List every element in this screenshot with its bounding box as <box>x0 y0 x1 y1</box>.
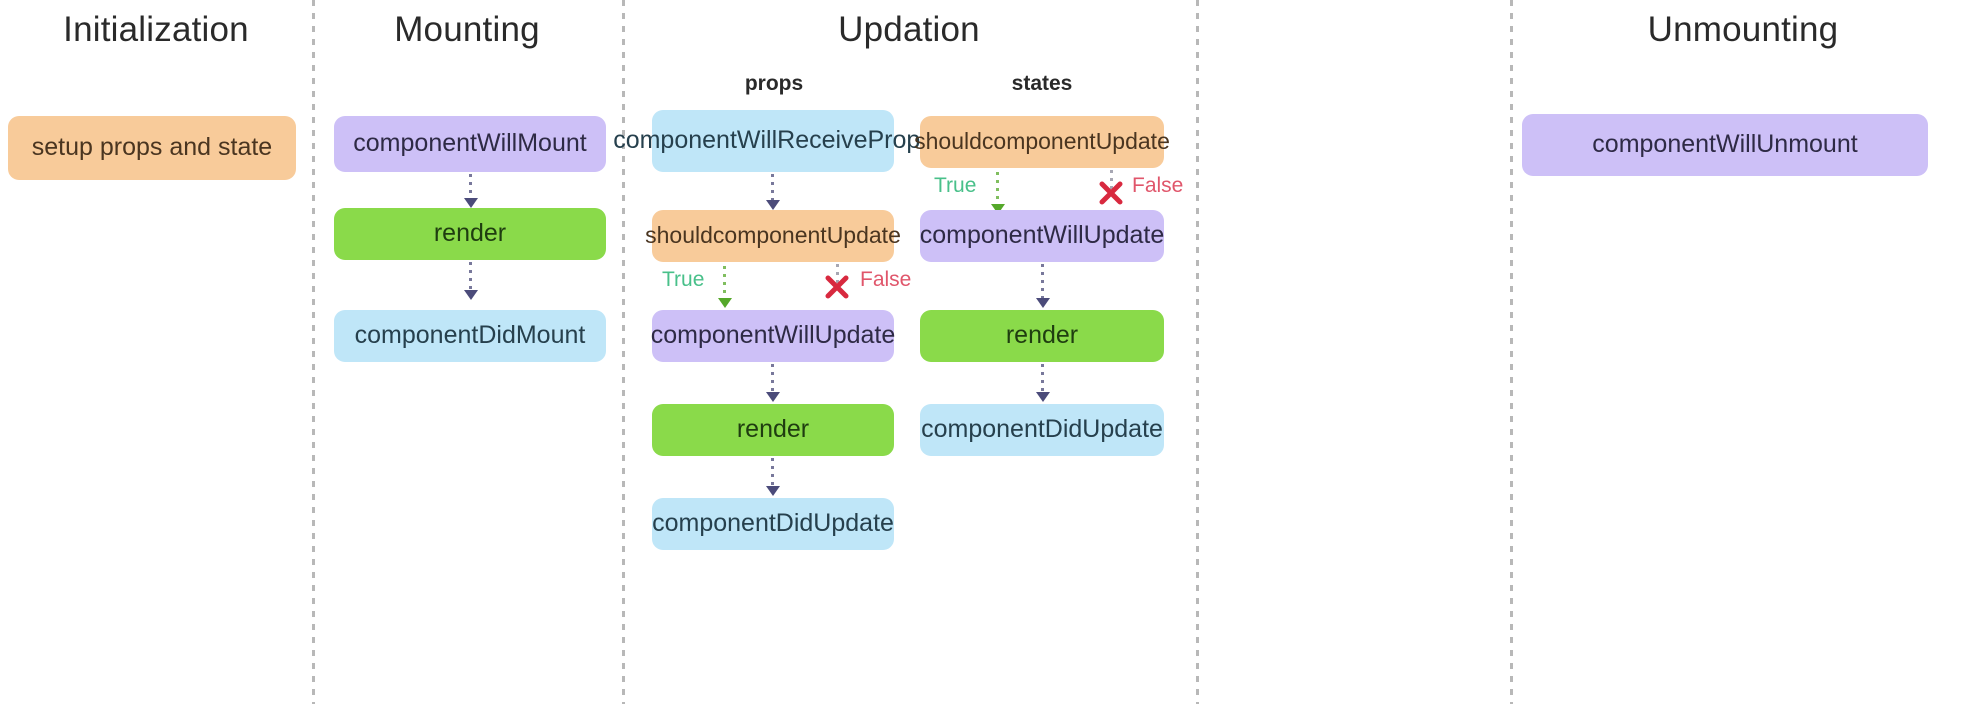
column-divider-3 <box>1196 0 1199 704</box>
box-states-component-did-update[interactable]: componentDidUpdate <box>920 404 1164 456</box>
box-states-component-will-update[interactable]: componentWillUpdate <box>920 210 1164 262</box>
box-states-render[interactable]: render <box>920 310 1164 362</box>
subheader-states: states <box>1011 72 1073 95</box>
states-branch-false-label: False <box>1132 174 1184 197</box>
arrow-states-2 <box>1036 364 1050 402</box>
states-branch-true-label: True <box>934 174 977 197</box>
box-setup-props-and-state[interactable]: setup props and state <box>8 116 296 180</box>
column-divider-1 <box>312 0 315 704</box>
props-branch-false-label: False <box>860 268 912 291</box>
box-component-will-unmount[interactable]: componentWillUnmount <box>1522 114 1928 176</box>
arrow-props-2 <box>766 364 780 402</box>
arrow-props-true <box>718 266 732 308</box>
box-props-should-component-update[interactable]: shouldcomponentUpdate <box>645 210 901 262</box>
subheader-props: props <box>744 72 804 95</box>
arrow-mounting-1 <box>464 174 478 208</box>
column-title-unmounting: Unmounting <box>1647 10 1839 49</box>
red-x-icon-states <box>1096 178 1126 208</box>
column-title-updation: Updation <box>838 10 980 49</box>
box-component-did-mount[interactable]: componentDidMount <box>334 310 606 362</box>
props-branch-true-label: True <box>662 268 705 291</box>
arrow-states-false <box>1110 170 1114 192</box>
box-component-will-mount[interactable]: componentWillMount <box>334 116 606 172</box>
box-props-render[interactable]: render <box>652 404 894 456</box>
box-props-component-did-update[interactable]: componentDidUpdate <box>652 498 894 550</box>
box-mounting-render[interactable]: render <box>334 208 606 260</box>
arrow-props-false <box>836 264 840 286</box>
box-props-component-will-update[interactable]: componentWillUpdate <box>651 310 895 362</box>
arrow-props-3 <box>766 458 780 496</box>
red-x-icon-props <box>822 272 852 302</box>
column-divider-2 <box>622 0 625 704</box>
box-states-should-component-update[interactable]: shouldcomponentUpdate <box>914 116 1170 168</box>
column-divider-4 <box>1510 0 1513 704</box>
arrow-states-true <box>991 172 1005 214</box>
arrow-states-1 <box>1036 264 1050 308</box>
column-title-initialization: Initialization <box>63 10 249 49</box>
arrow-mounting-2 <box>464 262 478 300</box>
arrow-props-1 <box>766 174 780 210</box>
column-title-mounting: Mounting <box>394 10 540 49</box>
box-component-will-receive-props[interactable]: componentWillReceiveProps <box>613 110 933 172</box>
